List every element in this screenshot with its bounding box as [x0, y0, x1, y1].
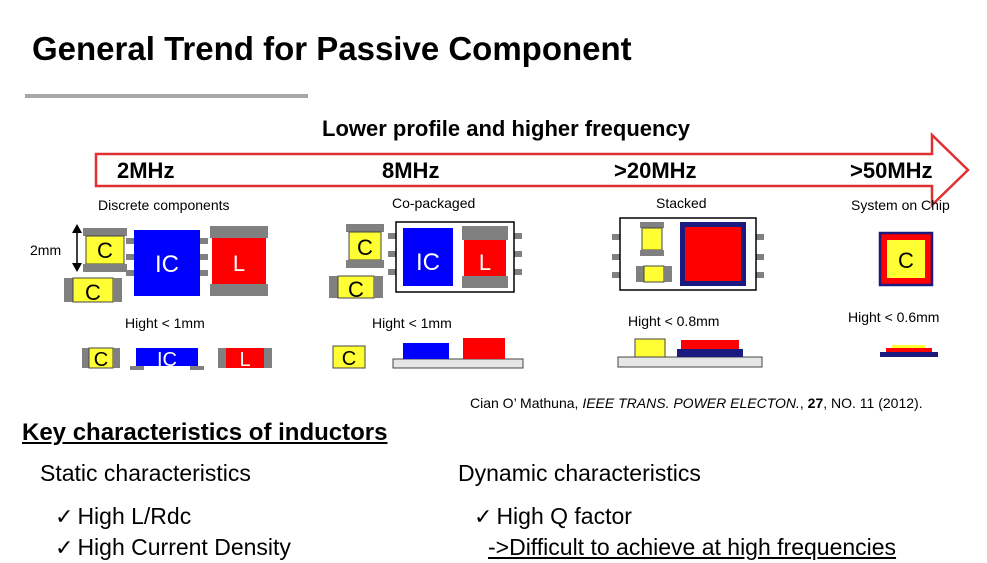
check-icon: ✓ [474, 505, 493, 530]
freq-label-soc: >50MHz [850, 158, 933, 183]
svg-text:C: C [357, 235, 373, 260]
stage-label-stacked: Stacked [656, 195, 707, 211]
discrete-ic-chip: IC [126, 230, 208, 296]
height-label-discrete: Hight < 1mm [125, 315, 205, 331]
discrete-side-view: C IC L [82, 347, 272, 371]
stage-label-copackaged: Co-packaged [392, 195, 476, 211]
title-underline-rule [25, 94, 308, 98]
dynamic-heading: Dynamic characteristics [458, 460, 701, 486]
soc-capacitor: C [878, 231, 934, 287]
svg-text:C: C [342, 348, 356, 370]
stacked-side-view [617, 338, 763, 368]
height-label-copackaged: Hight < 1mm [372, 315, 452, 331]
static-item-text: High L/Rdc [77, 503, 192, 529]
cap-label: C [97, 238, 113, 263]
citation-journal: IEEE TRANS. POWER ELECTON. [582, 395, 800, 411]
trend-arrow-label: Lower profile and higher frequency [322, 116, 690, 141]
dimension-label: 2mm [30, 242, 62, 258]
static-item-text: High Current Density [77, 534, 291, 560]
trend-arrow [94, 132, 970, 208]
static-heading: Static characteristics [40, 460, 251, 486]
soc-side-view [880, 345, 938, 357]
height-label-stacked: Hight < 0.8mm [628, 313, 720, 329]
dynamic-bullet: ✓High Q factor [474, 503, 632, 530]
svg-text:IC: IC [416, 249, 440, 276]
svg-text:C: C [898, 248, 914, 273]
freq-label-discrete: 2MHz [117, 158, 175, 183]
discrete-inductor: L [210, 226, 268, 296]
stage-label-discrete: Discrete components [98, 197, 230, 213]
svg-text:IC: IC [155, 251, 179, 278]
dynamic-item-text: High Q factor [496, 503, 632, 529]
height-label-soc: Hight < 0.6mm [848, 309, 940, 325]
discrete-capacitor-upper: C [83, 228, 127, 272]
citation: Cian O’ Mathuna, IEEE TRANS. POWER ELECT… [470, 395, 923, 411]
svg-text:IC: IC [157, 349, 177, 371]
discrete-capacitor-lower: C [64, 277, 122, 305]
copackaged-package: IC L [388, 221, 522, 293]
citation-separator: , [799, 395, 808, 411]
svg-text:L: L [479, 250, 491, 275]
citation-volume: 27 [807, 395, 824, 411]
citation-author: Cian O’ Mathuna, [470, 395, 583, 411]
copackaged-capacitor-upper: C [346, 224, 384, 268]
stage-label-soc: System on Chip [851, 197, 950, 213]
svg-text:C: C [348, 277, 364, 302]
freq-label-stacked: >20MHz [614, 158, 697, 183]
key-characteristics-heading: Key characteristics of inductors [22, 419, 388, 446]
static-bullet: ✓High Current Density [55, 534, 291, 561]
svg-text:C: C [94, 349, 108, 371]
check-icon: ✓ [55, 505, 74, 530]
copackaged-capacitor-lower: C [329, 275, 383, 302]
slide-title: General Trend for Passive Component [32, 30, 632, 67]
svg-text:L: L [233, 251, 245, 276]
svg-text:L: L [239, 349, 250, 371]
stacked-package [612, 217, 764, 291]
dynamic-note: ->Difficult to achieve at high frequenci… [488, 534, 897, 560]
check-icon: ✓ [55, 536, 74, 561]
dimension-arrow [72, 224, 82, 272]
freq-label-copackaged: 8MHz [382, 158, 440, 183]
citation-issue: , NO. 11 (2012). [823, 395, 923, 411]
static-bullet: ✓High L/Rdc [55, 503, 191, 530]
svg-text:C: C [85, 280, 101, 305]
copackaged-side-view: C [332, 338, 524, 370]
